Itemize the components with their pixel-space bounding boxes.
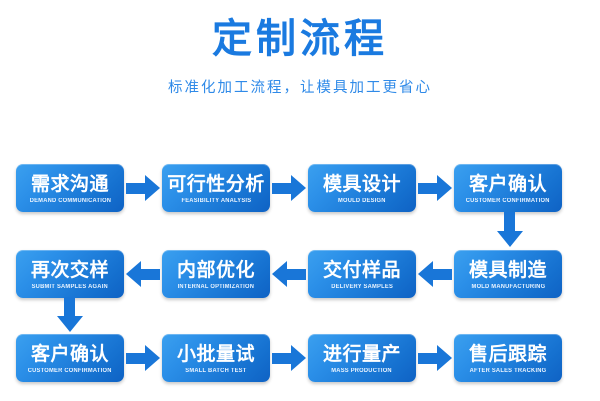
flow-step-demand-communication[interactable]: 需求沟通 DEMAND COMMUNICATION [16, 164, 124, 212]
flow-step-label-cn: 售后跟踪 [468, 342, 547, 365]
process-flow-diagram: 需求沟通 DEMAND COMMUNICATION 可行性分析 FEASIBIL… [0, 150, 600, 401]
arrow-right-icon [124, 345, 162, 371]
arrow-left-icon [124, 261, 162, 287]
arrow-right-icon [416, 175, 454, 201]
flow-step-label-en: DEMAND COMMUNICATION [29, 197, 111, 204]
flow-step-label-en: SMALL BATCH TEST [185, 367, 247, 374]
flow-step-after-sales-tracking[interactable]: 售后跟踪 AFTER SALES TRACKING [454, 334, 562, 382]
flow-step-label-en: MASS PRODUCTION [331, 367, 393, 374]
arrow-right-icon [124, 175, 162, 201]
flow-step-label-en: AFTER SALES TRACKING [469, 367, 547, 374]
arrow-left-icon [270, 261, 308, 287]
arrow-right-icon [416, 345, 454, 371]
flow-step-label-cn: 客户确认 [30, 342, 109, 365]
flow-step-label-en: MOULD DESIGN [338, 197, 386, 204]
flow-step-label-en: INTERNAL OPTIMIZATION [177, 283, 255, 290]
arrow-down-icon-left [57, 297, 83, 333]
arrow-right-icon [270, 175, 308, 201]
flow-step-label-cn: 客户确认 [468, 172, 547, 195]
flow-step-label-cn: 可行性分析 [167, 172, 265, 195]
arrow-left-icon [416, 261, 454, 287]
flow-row-3: 客户确认 CUSTOMER CONFIRMATION 小批量试 SMALL BA… [0, 332, 600, 384]
flow-step-label-en: SUBMIT SAMPLES AGAIN [31, 283, 109, 290]
flow-step-label-cn: 小批量试 [176, 342, 255, 365]
flow-step-label-cn: 模具制造 [468, 258, 547, 281]
flow-step-label-en: FEASIBILITY ANALYSIS [181, 197, 251, 204]
flow-step-mass-production[interactable]: 进行量产 MASS PRODUCTION [308, 334, 416, 382]
flow-step-customer-confirmation-1[interactable]: 客户确认 CUSTOMER CONFIRMATION [454, 164, 562, 212]
flow-step-label-en: DELIVERY SAMPLES [331, 283, 393, 290]
flow-step-customer-confirmation-2[interactable]: 客户确认 CUSTOMER CONFIRMATION [16, 334, 124, 382]
flow-step-label-en: CUSTOMER CONFIRMATION [28, 367, 112, 374]
flow-step-mold-manufacturing[interactable]: 模具制造 MOLD MANUFACTURING [454, 250, 562, 298]
flow-step-label-cn: 内部优化 [176, 258, 255, 281]
flow-step-internal-optimization[interactable]: 内部优化 INTERNAL OPTIMIZATION [162, 250, 270, 298]
flow-step-label-cn: 模具设计 [322, 172, 401, 195]
flow-step-label-cn: 交付样品 [322, 258, 401, 281]
flow-step-label-en: MOLD MANUFACTURING [471, 283, 545, 290]
page-title: 定制流程 [212, 16, 388, 62]
flow-step-label-en: CUSTOMER CONFIRMATION [466, 197, 550, 204]
flow-step-feasibility-analysis[interactable]: 可行性分析 FEASIBILITY ANALYSIS [162, 164, 270, 212]
flow-row-1: 需求沟通 DEMAND COMMUNICATION 可行性分析 FEASIBIL… [0, 162, 600, 214]
flow-step-label-cn: 需求沟通 [30, 172, 109, 195]
flow-step-submit-samples-again[interactable]: 再次交样 SUBMIT SAMPLES AGAIN [16, 250, 124, 298]
flow-step-label-cn: 进行量产 [322, 342, 401, 365]
arrow-right-icon [270, 345, 308, 371]
arrow-down-icon-right [497, 212, 523, 248]
page-subtitle: 标准化加工流程，让模具加工更省心 [168, 80, 432, 96]
page-header: 定制流程 标准化加工流程，让模具加工更省心 [0, 0, 600, 97]
flow-step-delivery-samples[interactable]: 交付样品 DELIVERY SAMPLES [308, 250, 416, 298]
flow-step-small-batch-test[interactable]: 小批量试 SMALL BATCH TEST [162, 334, 270, 382]
flow-row-2: 再次交样 SUBMIT SAMPLES AGAIN 内部优化 INTERNAL … [0, 248, 600, 300]
flow-step-mould-design[interactable]: 模具设计 MOULD DESIGN [308, 164, 416, 212]
flow-step-label-cn: 再次交样 [30, 258, 109, 281]
